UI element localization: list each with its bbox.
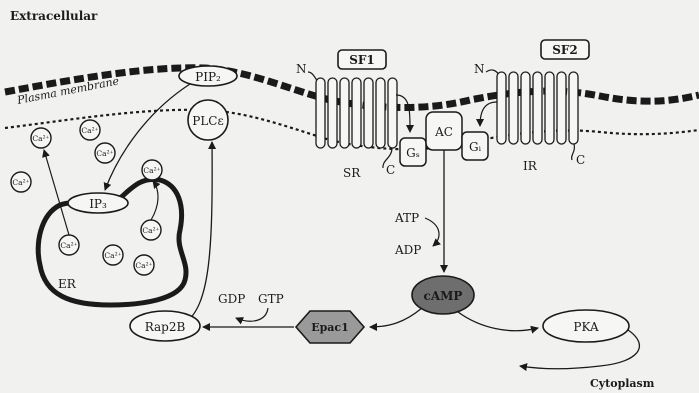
cytoplasm-label: Cytoplasm: [590, 377, 655, 390]
rap2b-to-plce-arrow: [185, 142, 212, 323]
extracellular-label: Extracellular: [10, 9, 98, 23]
calcium-ion-label: Ca²⁺: [12, 178, 29, 187]
ip3-label: IP₃: [89, 197, 107, 211]
ir-n-terminus-label: N: [474, 62, 485, 76]
ir-c-terminus-tail: [572, 144, 575, 160]
gtp-label: GTP: [258, 292, 284, 306]
calcium-release-arrow: [44, 150, 69, 235]
atp-label: ATP: [394, 211, 419, 225]
ir-label: IR: [523, 159, 538, 173]
pka-label: PKA: [573, 320, 599, 334]
gs-label: Gₛ: [406, 146, 420, 160]
camp-to-epac1-arrow: [370, 308, 422, 327]
calcium-ion-label: Ca²⁺: [96, 149, 113, 158]
gtp-gdp-exchange-arrow: [236, 308, 268, 321]
calcium-ion-label: Ca²⁺: [142, 226, 159, 235]
sf2-label: SF2: [552, 43, 578, 57]
camp-to-pka-arrow: [458, 312, 538, 331]
adp-label: ADP: [394, 243, 421, 257]
ir-c-terminus-label: C: [576, 153, 585, 167]
rap2b-label: Rap2B: [145, 320, 186, 334]
calcium-ion-label: Ca²⁺: [60, 241, 77, 250]
atp-to-adp-arrow: [425, 218, 439, 246]
ac-label: AC: [434, 125, 453, 139]
epac1-label: Epac1: [311, 321, 349, 334]
calcium-ion-label: Ca²⁺: [143, 166, 160, 175]
gi-label: Gᵢ: [469, 140, 482, 154]
er-label: ER: [58, 277, 77, 291]
calcium-ion-label: Ca²⁺: [104, 251, 121, 260]
ir-transmembrane-helices: [497, 72, 578, 144]
camp-label: cAMP: [424, 289, 463, 303]
calcium-release-arrow: [151, 181, 158, 220]
sr-label: SR: [343, 166, 361, 180]
calcium-ion-label: Ca²⁺: [81, 126, 98, 135]
sf1-label: SF1: [349, 53, 375, 67]
plce-label: PLCε: [192, 114, 223, 128]
gdp-label: GDP: [218, 292, 245, 306]
ir-to-gi-arrow: [480, 102, 497, 126]
sr-n-terminus-label: N: [296, 62, 307, 76]
calcium-ion-label: Ca²⁺: [32, 134, 49, 143]
pip2-label: PIP₂: [195, 70, 221, 84]
sr-transmembrane-helices: [316, 78, 397, 148]
sr-c-terminus-label: C: [386, 163, 395, 177]
calcium-ion-label: Ca²⁺: [135, 261, 152, 270]
sr-to-gs-arrow: [396, 95, 410, 132]
